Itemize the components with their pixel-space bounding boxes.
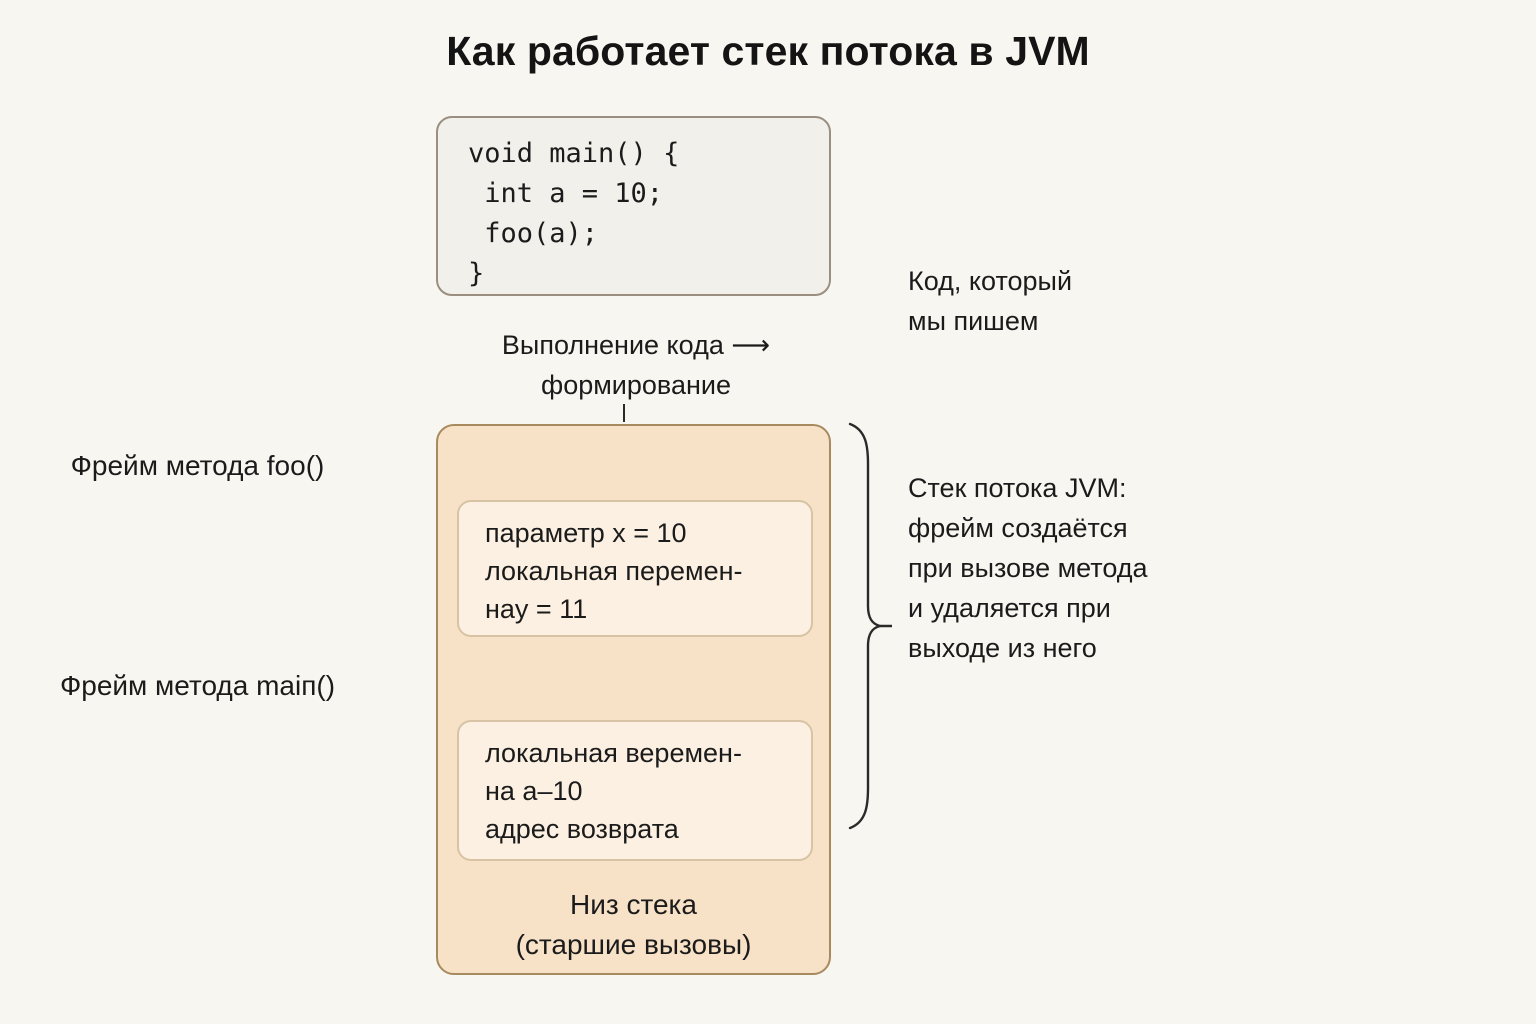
frame-box-foo: параметр x = 10 локальная перемен- наy =… (457, 500, 813, 637)
stack-brace-icon (846, 420, 892, 832)
frame-main-line-2: на a–10 (485, 776, 583, 806)
frame-main-contents: локальная веремен- на a–10 адрес возврат… (485, 734, 742, 848)
frame-foo-line-3: наy = 11 (485, 594, 588, 624)
stack-bottom-label: Низ стека (старшие вызовы) (436, 885, 831, 965)
flow-connector-tick (623, 404, 625, 422)
frame-main-line-1: локальная веремен- (485, 738, 742, 768)
frame-main-line-3: адрес возврата (485, 814, 679, 844)
note-stack-line-4: и удаляется при (908, 593, 1111, 623)
stack-bottom-line-1: Низ стека (570, 889, 697, 920)
code-card: void main() { int a = 10; foo(a); } (436, 116, 831, 296)
note-stack-line-1: Стек потока JVM: (908, 473, 1127, 503)
frame-label-foo: Фрейм метода foo() (70, 450, 325, 481)
frame-foo-contents: параметр x = 10 локальная перемен- наy =… (485, 514, 743, 628)
frame-foo-line-1: параметр x = 10 (485, 518, 687, 548)
note-code-line-2: мы пишем (908, 306, 1039, 336)
flow-caption-line-1: Выполнение кода ⟶ (501, 330, 771, 360)
note-code-line-1: Код, который (908, 266, 1073, 296)
code-snippet: void main() { int a = 10; foo(a); } (468, 138, 680, 289)
page-title: Как работает стек потока в JVM (446, 28, 1090, 74)
frame-label-main: Фрейм метода maiп() (59, 670, 336, 701)
stack-bottom-line-2: (старшие вызовы) (515, 929, 752, 960)
note-stack-line-5: выходе из него (908, 633, 1097, 663)
frame-foo-line-2: локальная перемен- (485, 556, 743, 586)
note-stack-line-3: при вызове метода (908, 553, 1148, 583)
note-jvm-thread-stack: Стек потока JVM: фрейм создаётся при выз… (908, 468, 1148, 668)
note-code-we-write: Код, который мы пишем (908, 261, 1072, 341)
note-stack-line-2: фрейм создаётся (908, 513, 1128, 543)
flow-caption-line-2: формирование (541, 370, 731, 400)
flow-caption: Выполнение кода ⟶ формирование (436, 325, 836, 405)
frame-box-main: локальная веремен- на a–10 адрес возврат… (457, 720, 813, 861)
